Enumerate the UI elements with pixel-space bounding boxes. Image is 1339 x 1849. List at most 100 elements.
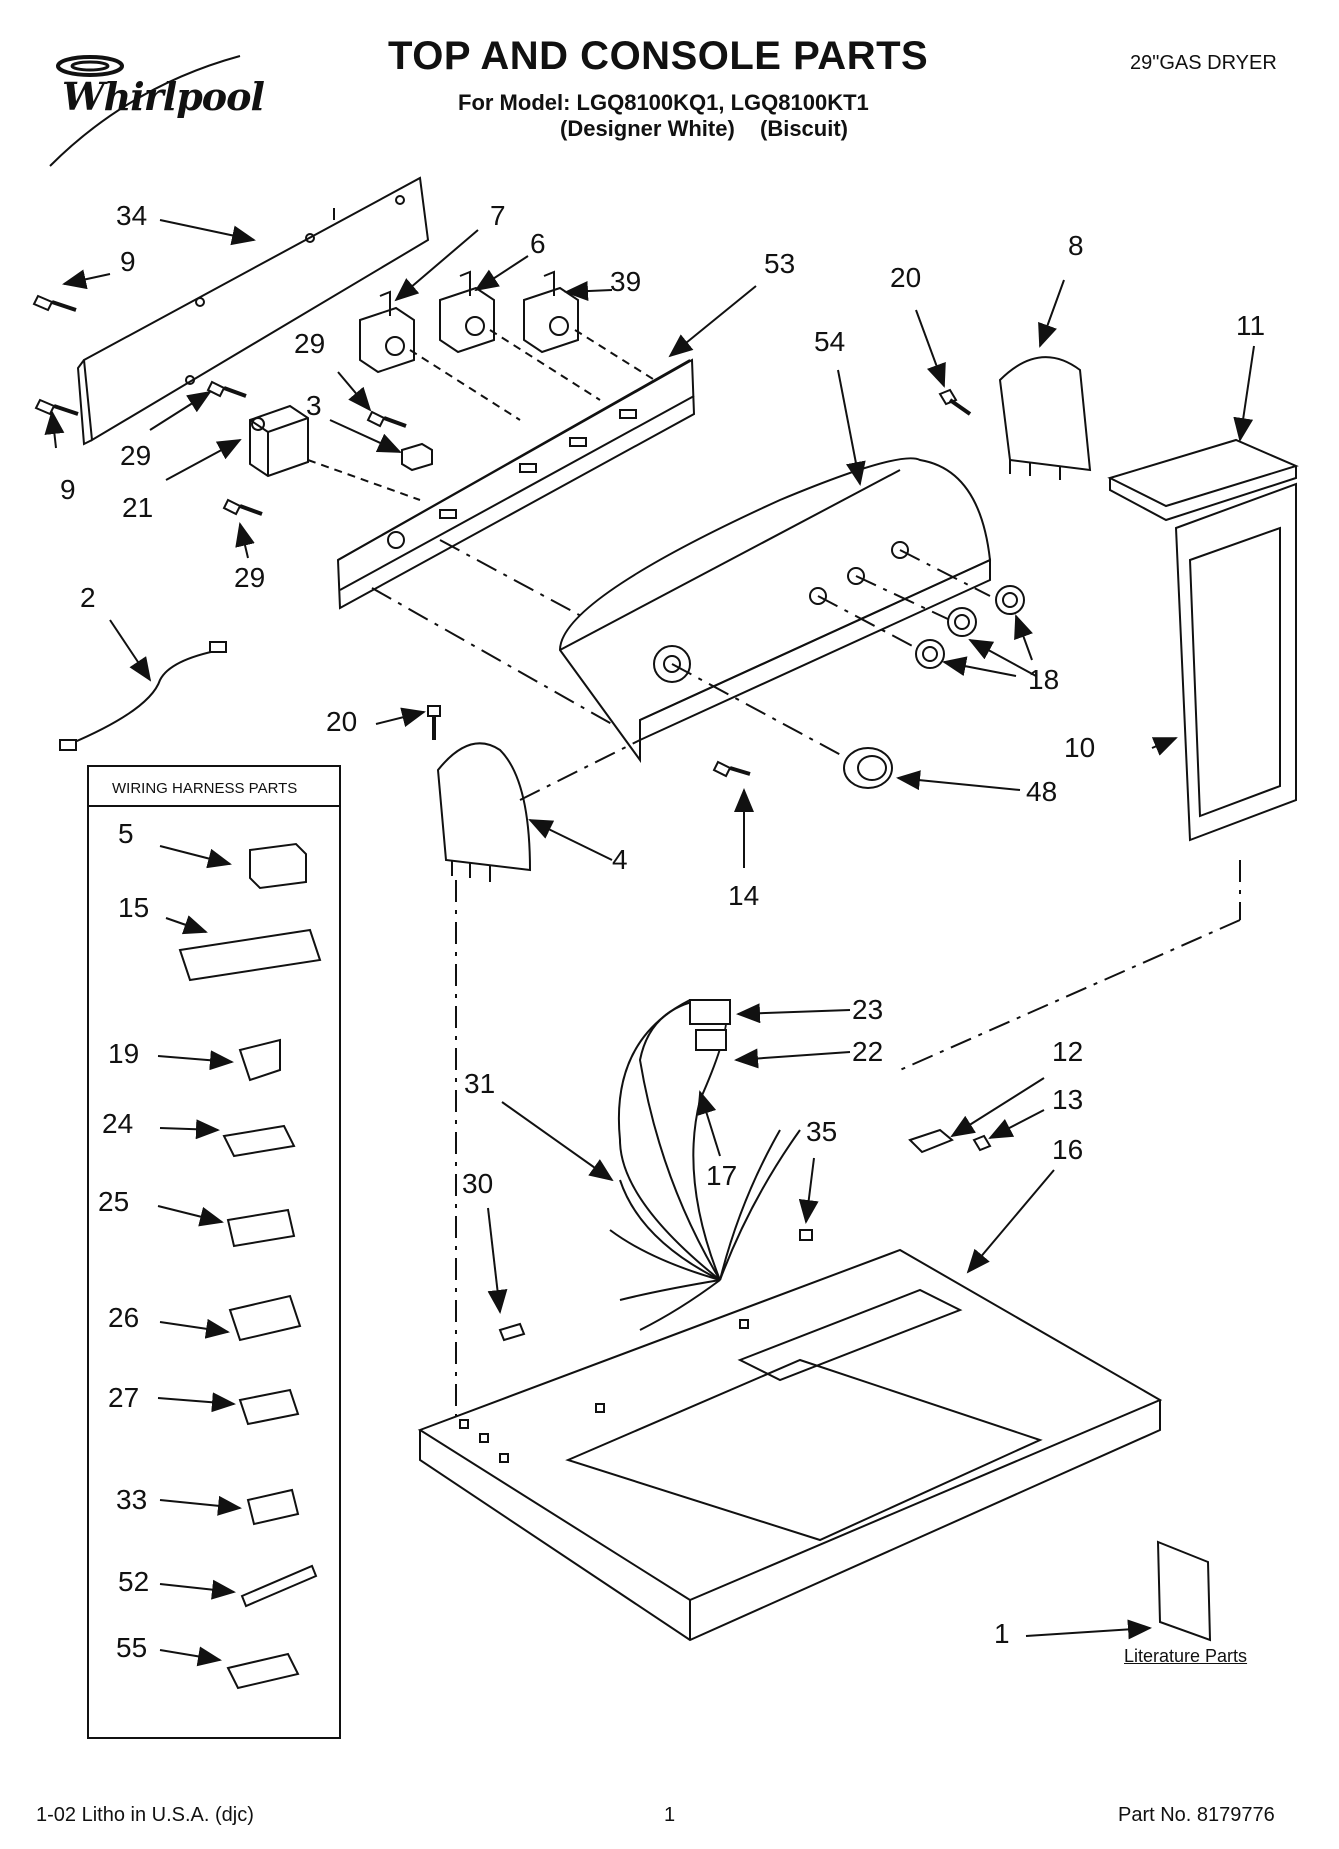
callout-16: 16 [1052,1134,1084,1165]
callout-4: 4 [612,844,628,875]
finish-white: (Designer White) [560,116,735,141]
callout-3: 3 [306,390,322,421]
harness-part-25 [226,1208,296,1248]
literature-parts-label: Literature Parts [1124,1646,1248,1666]
clamp-12 [908,1128,954,1154]
harness-part-15 [178,928,322,982]
callout-15: 15 [118,892,150,923]
harness-part-26 [228,1294,302,1342]
main-top-16 [417,1248,1163,1642]
footer-litho: 1-02 Litho in U.S.A. (djc) [36,1804,254,1826]
console-54 [558,457,992,777]
console-back-panel [76,176,430,446]
callout-17: 17 [706,1160,738,1191]
wiring-harness-title: WIRING HARNESS PARTS [112,780,298,797]
screw-9-top [32,294,77,312]
screw-20-top [938,388,972,416]
logo-swirl-icon [49,55,241,167]
callout-8: 8 [1068,230,1084,261]
knob-48 [843,747,893,789]
whirlpool-logo [30,46,280,176]
harness-part-5 [249,842,307,890]
product-type: 29"GAS DRYER [1130,52,1277,74]
harness-part-33 [246,1488,300,1526]
callout-22: 22 [852,1036,884,1067]
callout-26: 26 [108,1302,140,1333]
knob-18-c [995,585,1025,615]
screw-20-left [427,705,441,740]
switch-39 [523,270,681,397]
filter-cover-11 [1107,438,1299,522]
tab-30 [498,1322,526,1342]
callout-9-top: 9 [120,246,136,277]
switch-7 [359,290,521,421]
screw-9-bottom [34,398,79,416]
callout-27: 27 [108,1382,140,1413]
control-bracket-53 [336,358,701,741]
screw-29-c [222,498,263,516]
callout-24: 24 [102,1108,134,1139]
footer-page-number: 1 [664,1804,676,1826]
wire-harness [609,999,801,1331]
callout-2: 2 [80,582,96,613]
callout-10: 10 [1064,732,1096,763]
callout-1: 1 [994,1618,1010,1649]
callout-18: 18 [1028,664,1060,695]
harness-part-24 [222,1124,296,1158]
knob-18-a [915,639,945,669]
filter-housing-10 [899,482,1297,1071]
callout-12: 12 [1052,1036,1084,1067]
leader-arrows [44,219,1255,1667]
wiring-harness-box [87,765,341,1739]
screw-29-a [206,380,247,398]
callout-7: 7 [490,200,506,231]
callout-9-bottom: 9 [60,474,76,505]
screw-29-b [366,410,407,428]
callout-5: 5 [118,818,134,849]
page-title: TOP AND CONSOLE PARTS [388,34,929,78]
screw-13 [972,1134,992,1152]
callout-31: 31 [464,1068,496,1099]
callout-23: 23 [852,994,884,1025]
callout-29-c: 29 [234,562,266,593]
callout-21: 21 [122,492,154,523]
timer-21 [249,404,421,501]
end-cap-4 [436,739,641,1420]
callout-34: 34 [116,200,148,231]
callout-20-top: 20 [890,262,922,293]
end-cap-8 [998,356,1092,480]
callout-13: 13 [1052,1084,1084,1115]
callout-25: 25 [98,1186,130,1217]
callout-29-a: 29 [294,328,326,359]
callout-35: 35 [806,1116,838,1147]
callout-14: 14 [728,880,760,911]
callout-20-left: 20 [326,706,358,737]
callout-55: 55 [116,1632,148,1663]
harness-part-52 [240,1564,318,1608]
harness-part-19 [238,1038,281,1082]
callout-11: 11 [1236,310,1266,341]
model-line: For Model: LGQ8100KQ1, LGQ8100KT1 [458,90,869,115]
knob-18-b [947,607,977,637]
callout-39: 39 [610,266,642,297]
callout-48: 48 [1026,776,1058,807]
harness-part-27 [238,1388,300,1426]
callout-30: 30 [462,1168,494,1199]
callout-6: 6 [530,228,546,259]
brand-name: Whirlpool [62,74,265,119]
screw-35 [799,1229,813,1241]
callout-53: 53 [764,248,796,279]
harness-part-55 [226,1652,300,1690]
callout-29-b: 29 [120,440,152,471]
switch-6 [439,270,601,401]
finish-biscuit: (Biscuit) [760,116,848,141]
wire-2 [59,641,227,751]
callout-33: 33 [116,1484,148,1515]
callout-19: 19 [108,1038,140,1069]
callout-54: 54 [814,326,846,357]
callout-52: 52 [118,1566,150,1597]
switch-3 [401,442,433,472]
footer-part-number: Part No. 8179776 [1118,1804,1275,1826]
literature-booklet [1156,1540,1212,1642]
